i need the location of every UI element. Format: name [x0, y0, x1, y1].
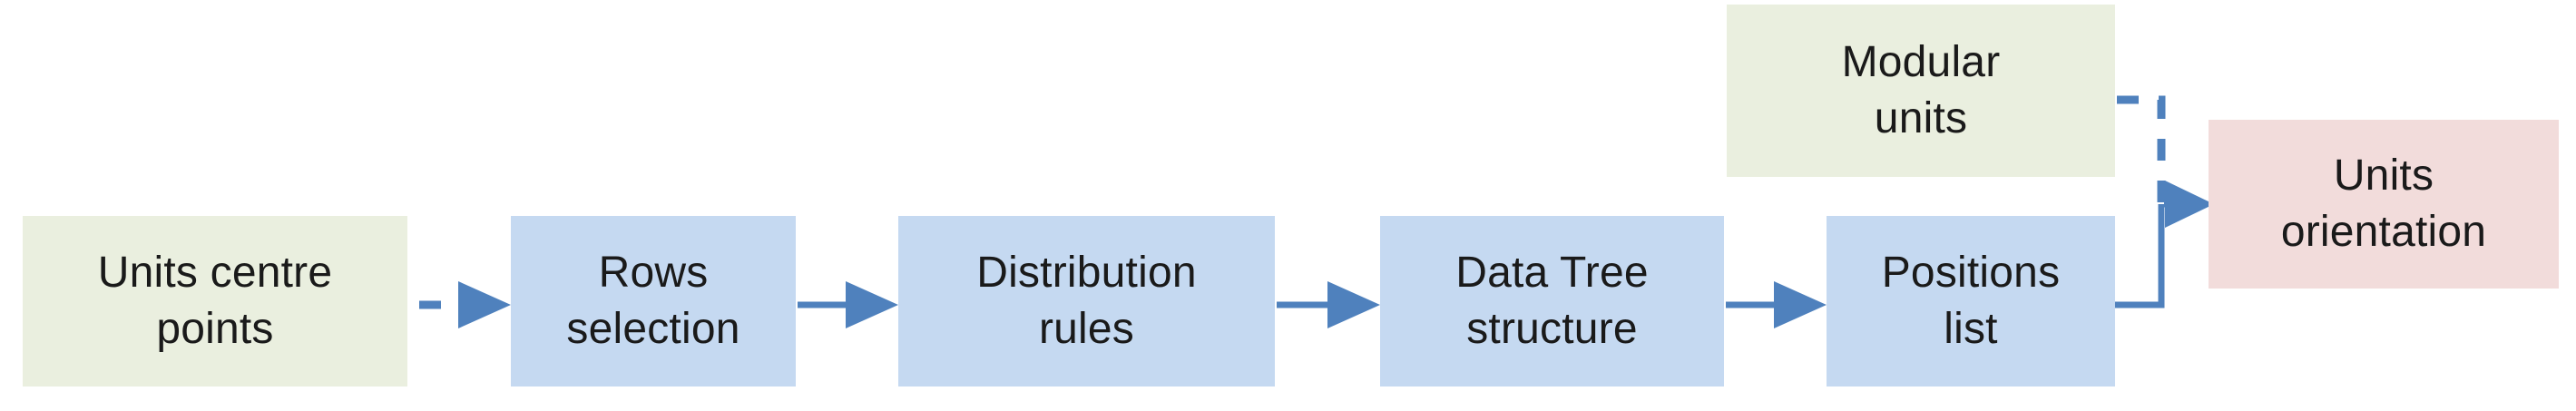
- edge-rules-to-tree: [1277, 281, 1380, 328]
- edge-tree-to-positions: [1726, 281, 1827, 328]
- node-modular-units[interactable]: Modular units: [1727, 5, 2115, 177]
- node-units-centre-points[interactable]: Units centre points: [23, 216, 407, 387]
- node-distribution-rules[interactable]: Distribution rules: [898, 216, 1275, 387]
- edge-rows-to-rules: [798, 281, 898, 328]
- edge-modular-to-orient: [2117, 95, 2166, 204]
- edge-positions-to-orient: [2115, 181, 2214, 308]
- node-data-tree-structure[interactable]: Data Tree structure: [1380, 216, 1724, 387]
- node-rows-selection[interactable]: Rows selection: [511, 216, 796, 387]
- node-units-orientation[interactable]: Units orientation: [2209, 120, 2559, 289]
- node-positions-list[interactable]: Positions list: [1827, 216, 2115, 387]
- edge-centre-to-rows: [419, 281, 511, 328]
